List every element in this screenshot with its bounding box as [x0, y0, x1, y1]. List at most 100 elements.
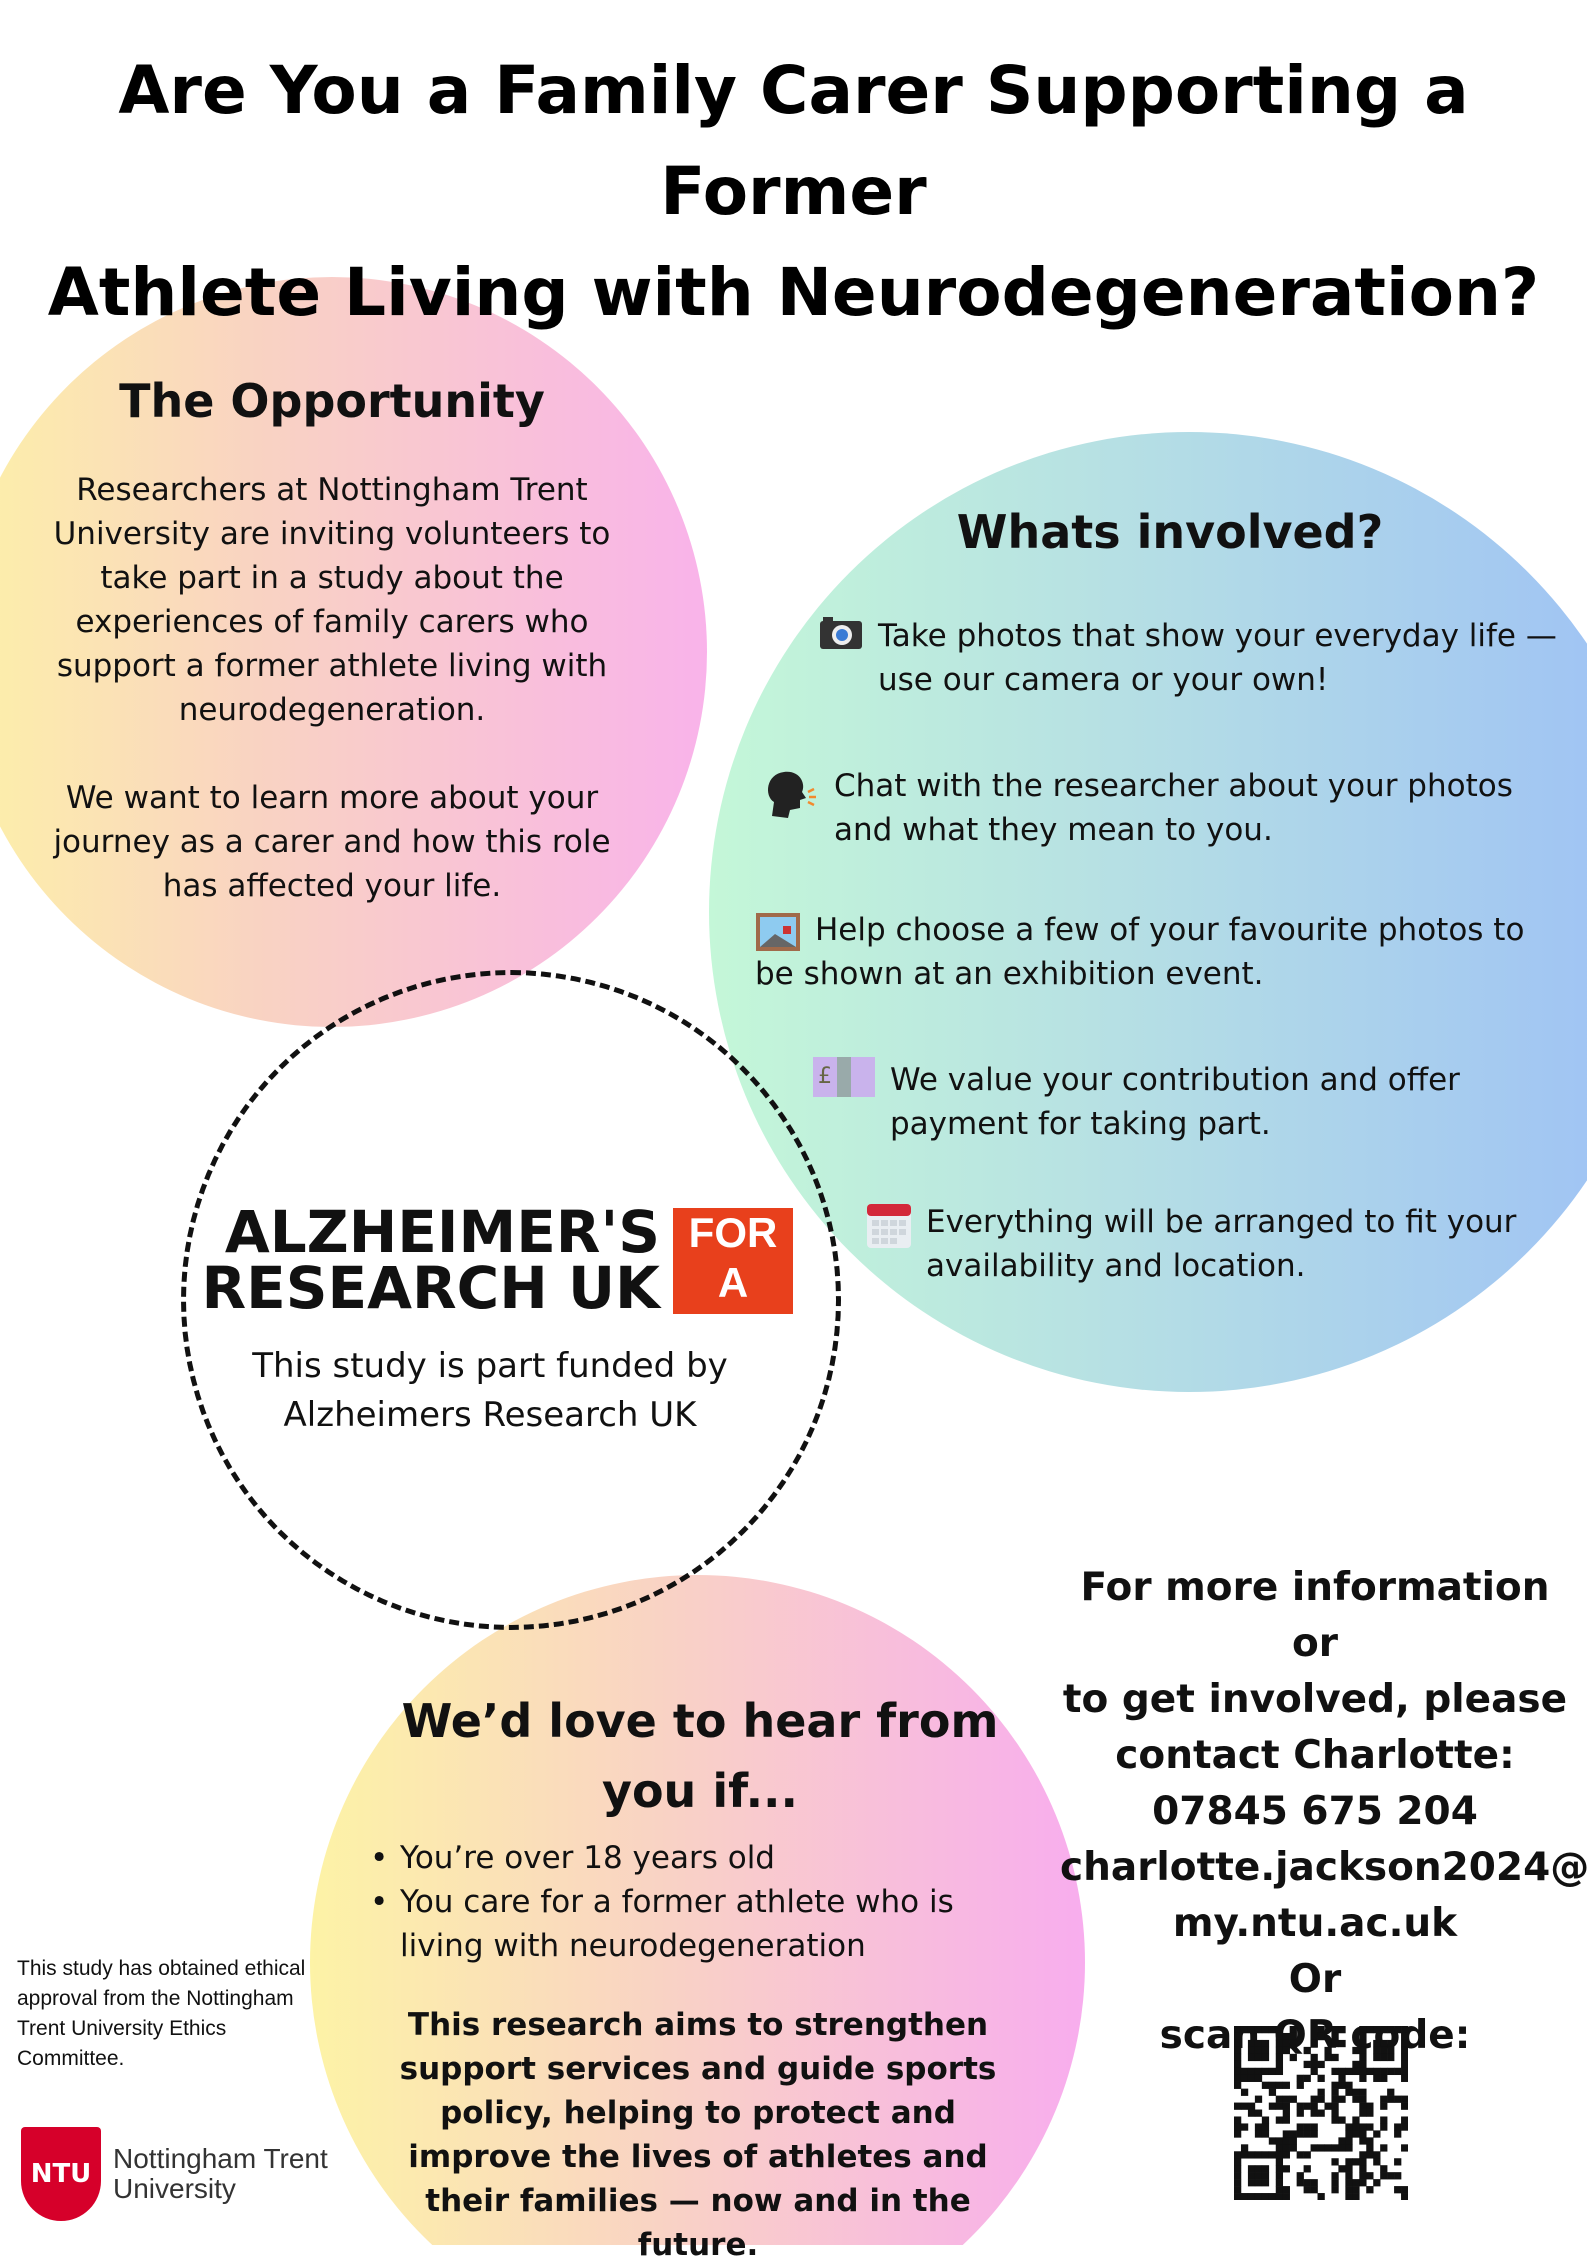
qr-module: [1234, 2039, 1242, 2048]
qr-code[interactable]: [1234, 2026, 1408, 2200]
qr-module: [1324, 2144, 1332, 2152]
speaking-head-icon: [760, 764, 820, 824]
contact-line: For more information or: [1080, 1565, 1550, 1666]
qr-module: [1401, 2067, 1408, 2076]
qr-module: [1261, 2193, 1270, 2200]
qr-module: [1380, 2026, 1388, 2034]
qr-module: [1401, 2095, 1408, 2103]
qr-module: [1268, 2026, 1277, 2034]
qr-module: [1234, 2172, 1242, 2180]
contact-phone[interactable]: 07845 675 204: [1152, 1789, 1478, 1834]
qr-module: [1234, 2074, 1242, 2082]
qr-module: [1310, 2095, 1318, 2103]
calendar-icon: [866, 1200, 912, 1250]
qr-module: [1268, 2088, 1277, 2096]
qr-module: [1366, 2137, 1374, 2145]
involved-circle: [709, 432, 1587, 1392]
qr-module: [1359, 2026, 1367, 2034]
qr-module: [1234, 2032, 1242, 2041]
qr-module: [1240, 2067, 1249, 2076]
qr-module: [1268, 2151, 1277, 2159]
qr-module: [1268, 2067, 1277, 2076]
qr-module: [1359, 2039, 1367, 2048]
ethics-statement: This study has obtained ethical approval…: [17, 1957, 306, 2070]
qr-module: [1380, 2067, 1388, 2076]
qr-module: [1282, 2130, 1290, 2138]
qr-module: [1310, 2039, 1318, 2048]
qr-module: [1261, 2165, 1270, 2173]
qr-module: [1240, 2102, 1249, 2110]
qr-module: [1359, 2165, 1367, 2173]
involved-item: Take photos that show your everyday life…: [818, 614, 1558, 702]
qr-module: [1317, 2032, 1325, 2041]
qr-module: [1331, 2032, 1339, 2041]
qr-module: [1345, 2193, 1353, 2200]
qr-module: [1366, 2102, 1374, 2110]
qr-module: [1373, 2026, 1381, 2034]
qr-module: [1345, 2088, 1353, 2096]
qr-module: [1275, 2046, 1284, 2055]
criteria-item: •You’re over 18 years old: [370, 1840, 775, 1876]
qr-module: [1380, 2172, 1388, 2180]
qr-module: [1247, 2151, 1256, 2159]
qr-module: [1324, 2053, 1332, 2062]
qr-module: [1296, 2151, 1304, 2159]
qr-module: [1310, 2144, 1318, 2152]
qr-module: [1303, 2151, 1311, 2159]
qr-module: [1247, 2109, 1256, 2117]
qr-module: [1359, 2172, 1367, 2180]
qr-module: [1324, 2102, 1332, 2110]
contact-email[interactable]: charlotte.jackson2024@: [1060, 1845, 1587, 1890]
qr-module: [1401, 2046, 1408, 2055]
qr-module: [1317, 2060, 1325, 2069]
qr-module: [1261, 2172, 1270, 2180]
ntu-name-line-2: University: [113, 2173, 236, 2204]
qr-module: [1380, 2123, 1388, 2131]
qr-module: [1282, 2186, 1290, 2194]
qr-module: [1380, 2116, 1388, 2124]
ntu-badge: NTU: [21, 2127, 101, 2221]
qr-module: [1345, 2158, 1353, 2166]
qr-module: [1331, 2088, 1339, 2096]
qr-module: [1359, 2151, 1367, 2159]
qr-module: [1359, 2179, 1367, 2187]
qr-module: [1303, 2186, 1311, 2194]
qr-module: [1366, 2186, 1374, 2194]
for-a-cure-badge: FOR A CURE: [673, 1208, 793, 1356]
qr-module: [1359, 2158, 1367, 2166]
qr-module: [1234, 2067, 1242, 2076]
title-line-1: Are You a Family Carer Supporting a Form…: [118, 52, 1469, 230]
qr-module: [1234, 2081, 1242, 2089]
qr-module: [1394, 2130, 1402, 2138]
qr-module: [1338, 2144, 1346, 2152]
qr-module: [1359, 2109, 1367, 2117]
qr-module: [1352, 2088, 1360, 2096]
opportunity-heading: The Opportunity: [119, 374, 545, 428]
qr-module: [1345, 2144, 1353, 2152]
contact-email[interactable]: my.ntu.ac.uk: [1172, 1901, 1458, 1946]
qr-module: [1352, 2186, 1360, 2194]
qr-module: [1394, 2186, 1402, 2194]
qr-module: [1268, 2137, 1277, 2145]
qr-module: [1387, 2026, 1395, 2034]
qr-module: [1387, 2053, 1395, 2062]
involved-item: Chat with the researcher about your phot…: [760, 764, 1550, 852]
qr-module: [1296, 2123, 1304, 2131]
qr-module: [1282, 2046, 1290, 2055]
qr-module: [1345, 2186, 1353, 2194]
qr-module: [1387, 2088, 1395, 2096]
pound-banknote-icon: £: [812, 1057, 876, 1097]
qr-module: [1387, 2046, 1395, 2055]
qr-module: [1268, 2102, 1277, 2110]
contact-line: scan QR code:: [1159, 2013, 1471, 2058]
qr-module: [1401, 2116, 1408, 2124]
qr-module: [1401, 2053, 1408, 2062]
qr-module: [1289, 2144, 1297, 2152]
qr-module: [1394, 2095, 1402, 2103]
qr-module: [1296, 2179, 1304, 2187]
qr-module: [1317, 2026, 1325, 2034]
ntu-name-line-1: Nottingham Trent: [113, 2143, 328, 2174]
qr-module: [1275, 2151, 1284, 2159]
involved-item-text: We value your contribution and offer pay…: [890, 1062, 1460, 1142]
qr-module: [1352, 2123, 1360, 2131]
